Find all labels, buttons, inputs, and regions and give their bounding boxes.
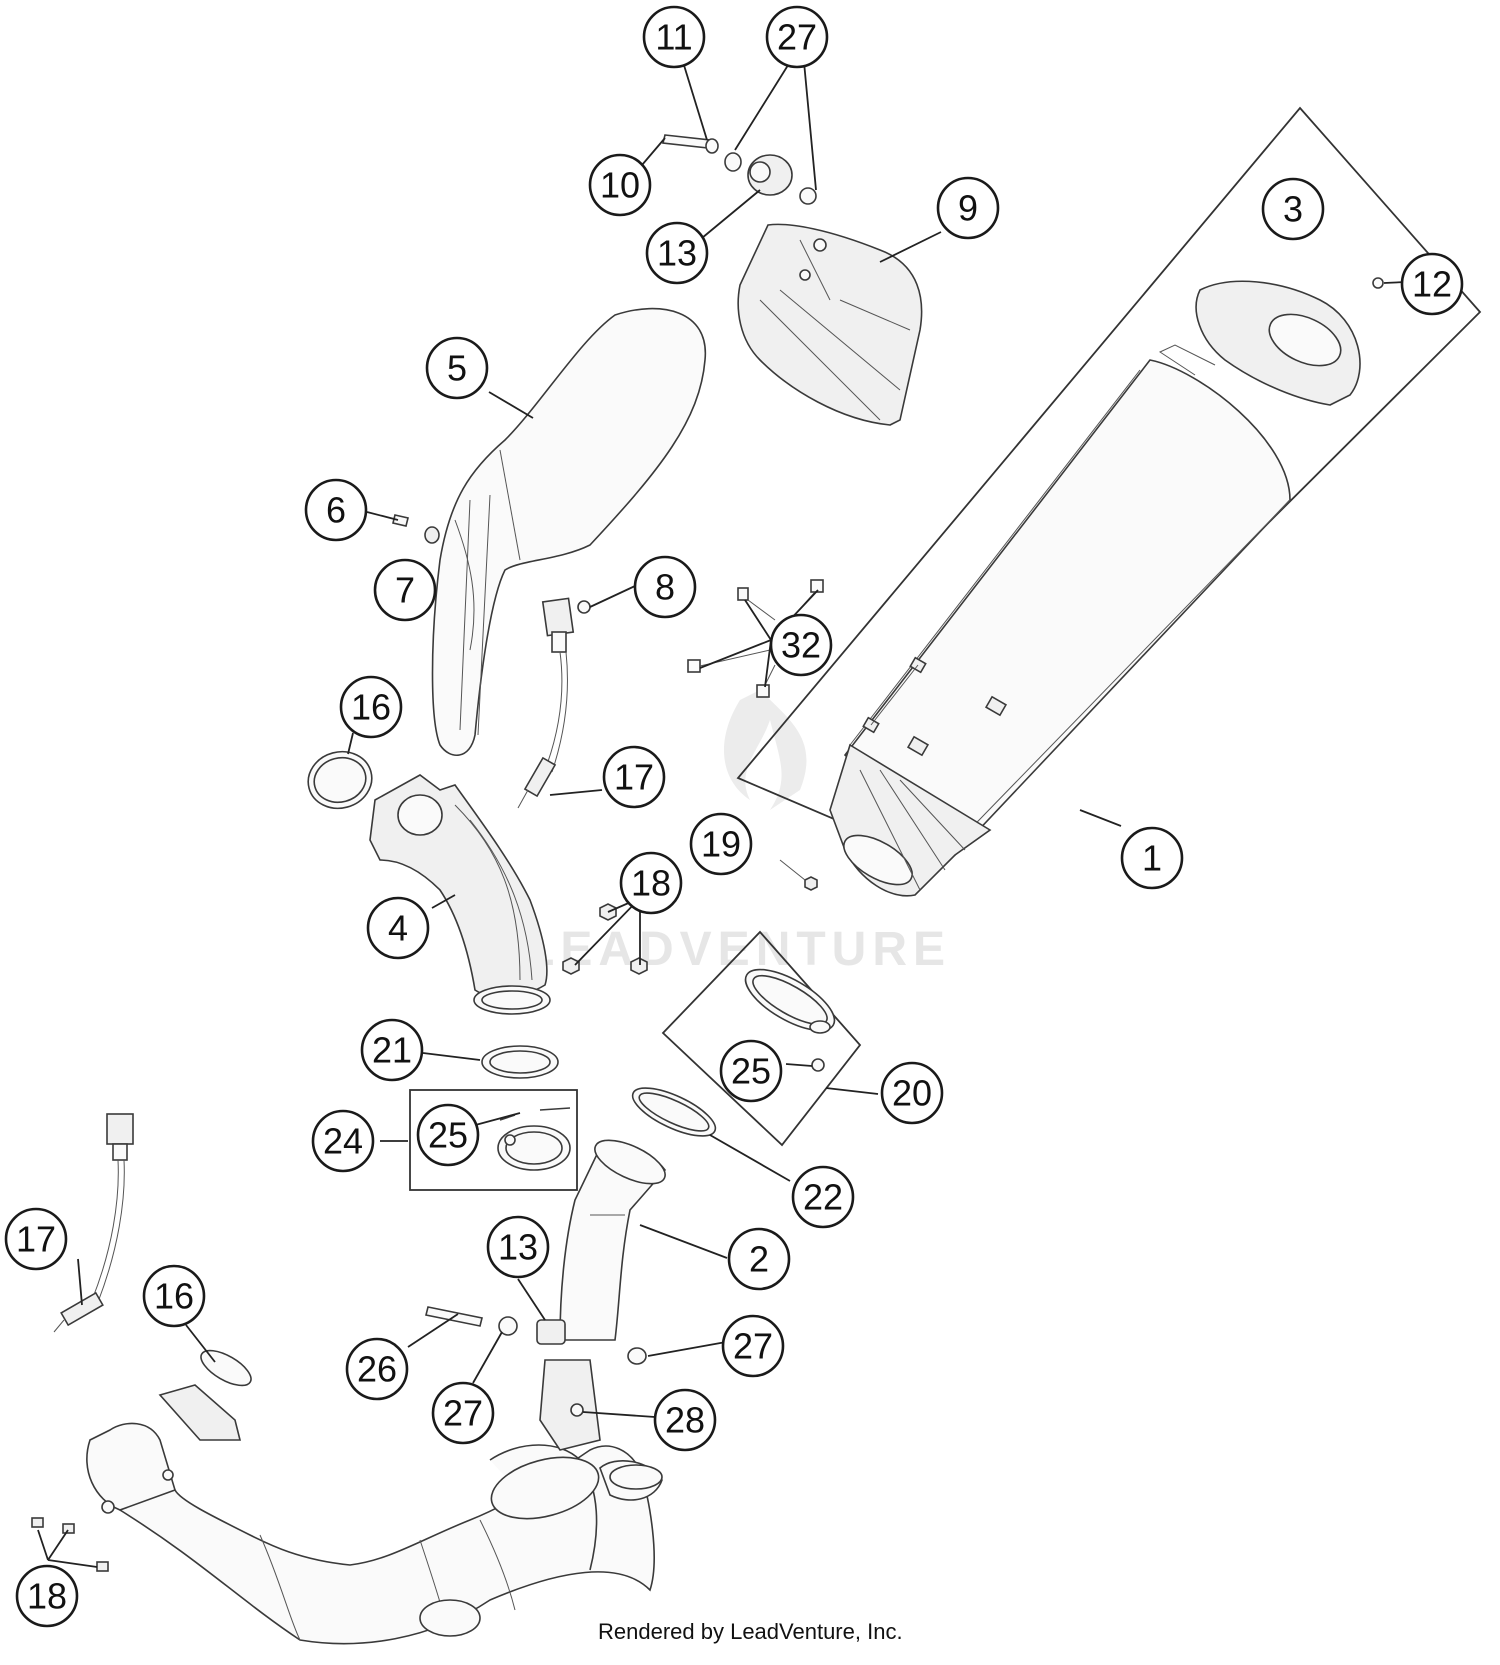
callout-3: 3 bbox=[1261, 177, 1325, 241]
svg-text:6: 6 bbox=[326, 490, 346, 531]
muffler-bracket-hardware bbox=[662, 134, 923, 426]
svg-text:4: 4 bbox=[388, 908, 408, 949]
svg-text:19: 19 bbox=[701, 824, 741, 865]
callout-17: 17 bbox=[4, 1207, 68, 1271]
lower-oxygen-sensor bbox=[53, 1113, 134, 1333]
callout-12: 12 bbox=[1400, 252, 1464, 316]
svg-text:5: 5 bbox=[447, 348, 467, 389]
svg-text:13: 13 bbox=[498, 1227, 538, 1268]
callout-7: 7 bbox=[373, 558, 437, 622]
svg-text:8: 8 bbox=[655, 567, 675, 608]
callout-16: 16 bbox=[339, 675, 403, 739]
svg-text:21: 21 bbox=[372, 1030, 412, 1071]
callout-18: 18 bbox=[619, 851, 683, 915]
callout-26: 26 bbox=[345, 1337, 409, 1401]
callout-27: 27 bbox=[721, 1314, 785, 1378]
callout-19: 19 bbox=[689, 812, 753, 876]
leader-lines bbox=[37, 61, 1407, 1568]
callout-13: 13 bbox=[486, 1215, 550, 1279]
callout-24: 24 bbox=[311, 1109, 375, 1173]
clamp-kit-20 bbox=[661, 930, 862, 1147]
svg-text:20: 20 bbox=[892, 1073, 932, 1114]
callout-20: 20 bbox=[880, 1061, 944, 1125]
callout-28: 28 bbox=[653, 1388, 717, 1452]
muffler-assembly bbox=[736, 106, 1482, 897]
svg-text:16: 16 bbox=[351, 687, 391, 728]
callout-10: 10 bbox=[588, 153, 652, 217]
callout-2: 2 bbox=[727, 1227, 791, 1291]
svg-text:25: 25 bbox=[428, 1115, 468, 1156]
svg-text:2: 2 bbox=[749, 1239, 769, 1280]
svg-text:17: 17 bbox=[614, 757, 654, 798]
heat-shield-body bbox=[431, 307, 707, 756]
callout-32: 32 bbox=[769, 613, 833, 677]
callout-27: 27 bbox=[431, 1381, 495, 1445]
svg-text:1: 1 bbox=[1142, 838, 1162, 879]
svg-text:13: 13 bbox=[657, 233, 697, 274]
callout-1: 1 bbox=[1120, 826, 1184, 890]
svg-text:32: 32 bbox=[781, 625, 821, 666]
svg-text:10: 10 bbox=[600, 165, 640, 206]
clips-32 bbox=[687, 579, 824, 698]
svg-text:7: 7 bbox=[395, 570, 415, 611]
muffler-bracket bbox=[737, 223, 923, 426]
svg-text:18: 18 bbox=[631, 863, 671, 904]
upper-oxygen-sensor bbox=[517, 597, 591, 809]
callout-8: 8 bbox=[633, 555, 697, 619]
svg-text:18: 18 bbox=[27, 1576, 67, 1617]
callout-9: 9 bbox=[936, 176, 1000, 240]
callout-27: 27 bbox=[765, 5, 829, 69]
link-pipe bbox=[425, 1139, 667, 1365]
callout-4: 4 bbox=[366, 896, 430, 960]
svg-text:17: 17 bbox=[16, 1219, 56, 1260]
svg-text:27: 27 bbox=[443, 1393, 483, 1434]
gasket-16-lower bbox=[200, 1349, 252, 1387]
callout-21: 21 bbox=[360, 1018, 424, 1082]
callout-6: 6 bbox=[304, 478, 368, 542]
callout-17: 17 bbox=[602, 745, 666, 809]
svg-text:11: 11 bbox=[655, 17, 692, 58]
callout-13: 13 bbox=[645, 221, 709, 285]
callout-22: 22 bbox=[791, 1165, 855, 1229]
heat-shield bbox=[392, 307, 707, 756]
callout-11: 11 bbox=[642, 5, 706, 69]
svg-text:27: 27 bbox=[777, 17, 817, 58]
svg-text:25: 25 bbox=[731, 1051, 771, 1092]
muffler-body bbox=[843, 359, 1291, 857]
callout-25: 25 bbox=[719, 1039, 783, 1103]
callouts: 11 27 10 13 9 3 12 5 6 7 8 32 16 17 19 1… bbox=[4, 5, 1464, 1628]
svg-text:9: 9 bbox=[958, 188, 978, 229]
svg-text:24: 24 bbox=[323, 1121, 363, 1162]
callout-18: 18 bbox=[15, 1564, 79, 1628]
callout-16: 16 bbox=[142, 1264, 206, 1328]
svg-text:26: 26 bbox=[357, 1349, 397, 1390]
clamp-kit-24 bbox=[409, 1089, 578, 1191]
svg-text:22: 22 bbox=[803, 1177, 843, 1218]
callout-25: 25 bbox=[416, 1103, 480, 1167]
svg-text:28: 28 bbox=[665, 1400, 705, 1441]
render-credit: Rendered by LeadVenture, Inc. bbox=[598, 1619, 903, 1644]
watermark-text: LEADVENTURE bbox=[525, 923, 951, 976]
svg-text:27: 27 bbox=[733, 1326, 773, 1367]
svg-text:12: 12 bbox=[1412, 264, 1452, 305]
svg-text:3: 3 bbox=[1283, 189, 1303, 230]
callout-5: 5 bbox=[425, 336, 489, 400]
front-pipe bbox=[307, 750, 818, 1015]
svg-text:16: 16 bbox=[154, 1276, 194, 1317]
header-pipes bbox=[31, 1359, 663, 1645]
